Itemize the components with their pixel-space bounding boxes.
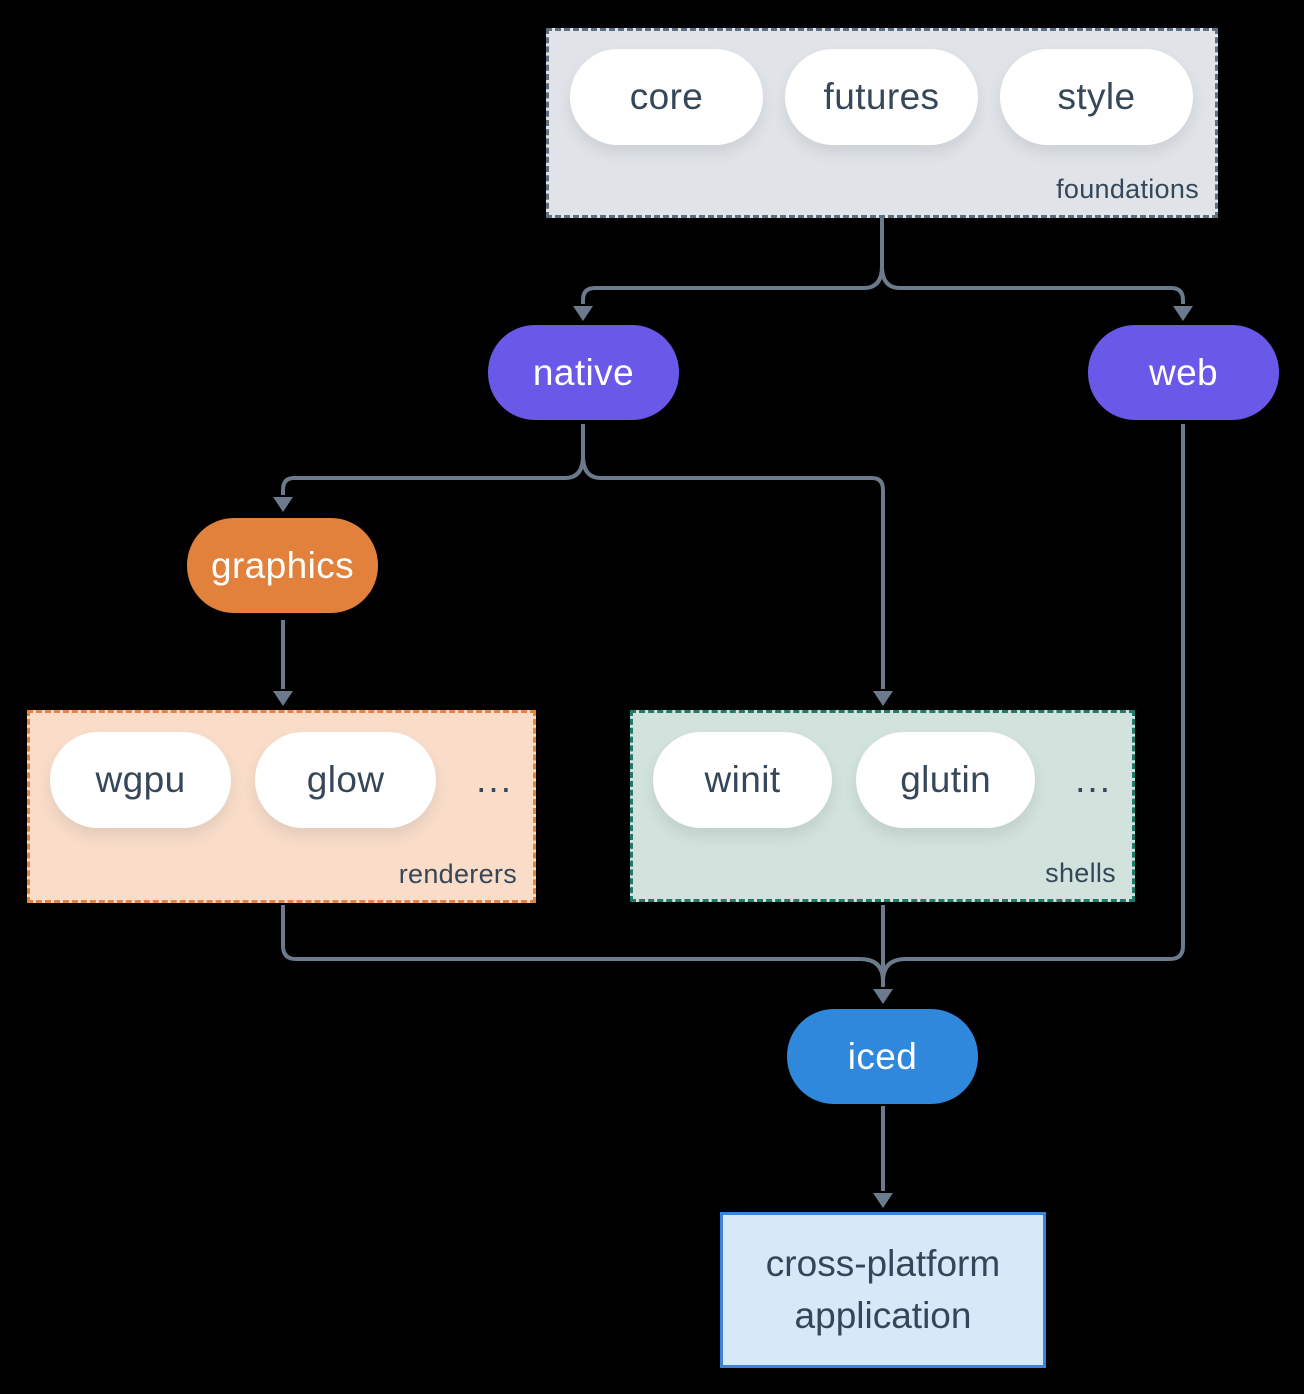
node-native: native: [488, 325, 679, 420]
group-foundations: core futures style foundations: [546, 28, 1218, 218]
foundations-pill-row: core futures style: [570, 49, 1194, 145]
node-style: style: [1000, 49, 1193, 145]
foundations-label: foundations: [1056, 174, 1199, 204]
arrowhead-web: [1173, 306, 1193, 321]
node-core: core: [570, 49, 763, 145]
node-glow: glow: [255, 732, 437, 828]
edge-foundations-native: [581, 218, 884, 304]
renderers-pill-row: wgpu glow ...: [50, 732, 513, 828]
node-wgpu: wgpu: [50, 732, 232, 828]
node-glutin: glutin: [856, 732, 1036, 828]
node-graphics: graphics: [187, 518, 378, 613]
arrowhead-graphics: [273, 497, 293, 512]
arrowhead-renderers: [273, 691, 293, 706]
edge-renderers-iced: [281, 905, 885, 982]
shells-label: shells: [1045, 858, 1116, 888]
edge-native-graphics: [281, 424, 585, 495]
node-iced: iced: [787, 1009, 978, 1104]
group-shells: winit glutin ... shells: [630, 710, 1135, 902]
renderers-ellipsis: ...: [476, 759, 513, 800]
shells-ellipsis: ...: [1075, 759, 1112, 800]
edge-native-shells: [581, 455, 885, 689]
edge-foundations-web: [880, 265, 1185, 304]
node-web: web: [1088, 325, 1279, 420]
group-renderers: wgpu glow ... renderers: [27, 710, 536, 903]
node-cross-platform-application: cross-platform application: [720, 1212, 1046, 1368]
arrowhead-app: [873, 1193, 893, 1208]
shells-pill-row: winit glutin ...: [653, 732, 1112, 828]
renderers-label: renderers: [398, 859, 517, 889]
arrowheads: [273, 306, 1193, 1208]
node-winit: winit: [653, 732, 833, 828]
node-futures: futures: [785, 49, 978, 145]
arrowhead-shells: [873, 691, 893, 706]
arrowhead-native: [573, 306, 593, 321]
edge-web-iced: [881, 424, 1185, 982]
arrowhead-iced: [873, 989, 893, 1004]
